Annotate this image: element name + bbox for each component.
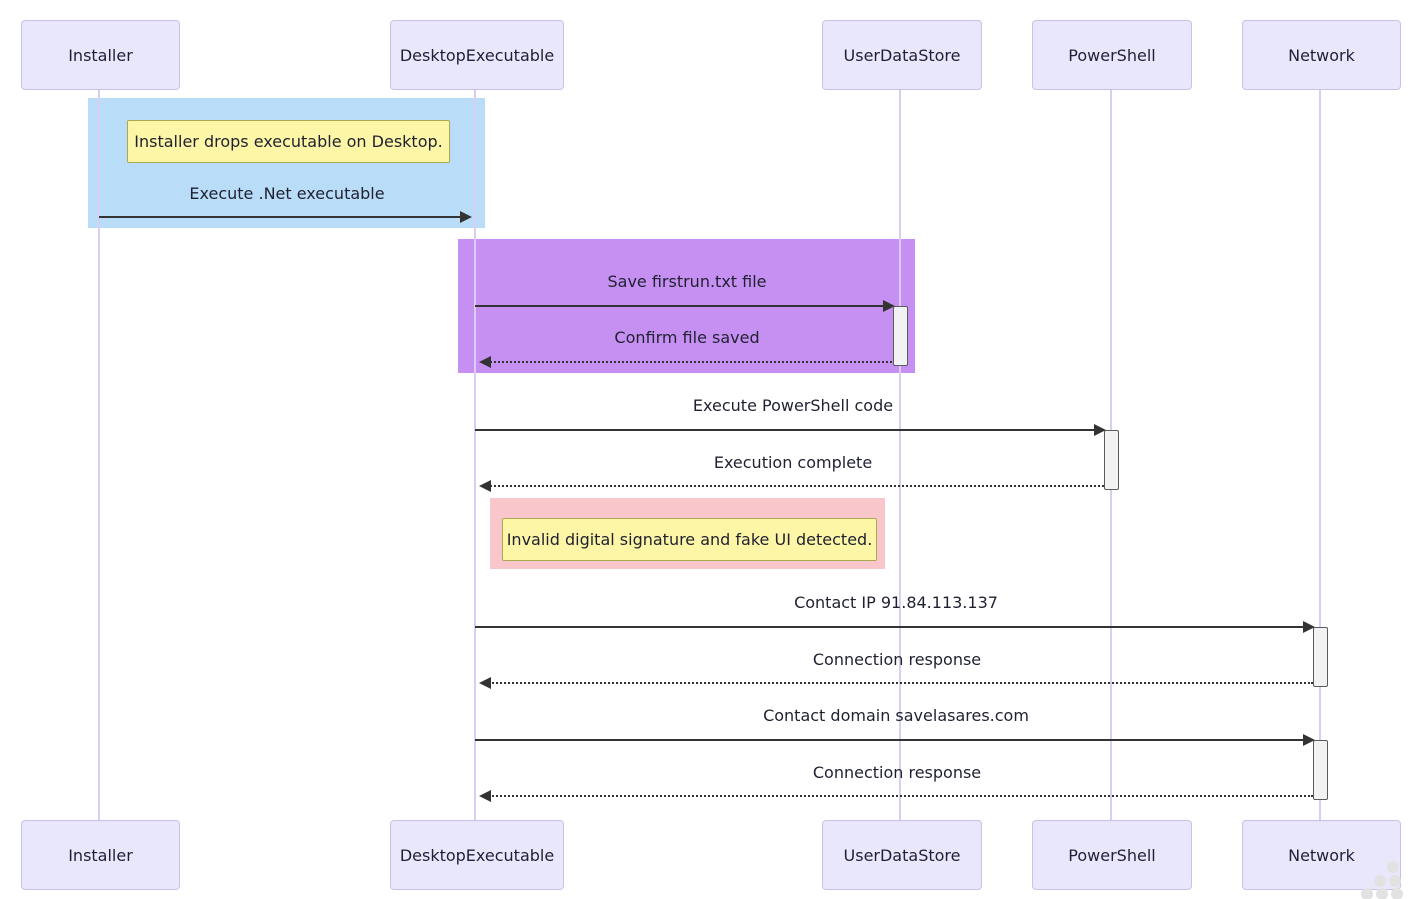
actor-top-network: Network <box>1242 20 1401 90</box>
actor-label: DesktopExecutable <box>399 45 555 65</box>
arrowhead-left-icon <box>479 356 491 368</box>
actor-top-userdatastore: UserDataStore <box>822 20 982 90</box>
message-arrow-dotted <box>479 356 892 368</box>
note-text: Invalid digital signature and fake UI de… <box>506 530 873 549</box>
actor-label: Network <box>1288 45 1355 65</box>
activation-network <box>1313 740 1328 800</box>
arrowhead-right-icon <box>460 211 472 223</box>
message-arrow-dotted <box>479 480 1104 492</box>
arrowhead-left-icon <box>479 790 491 802</box>
actor-label: DesktopExecutable <box>399 845 555 865</box>
note-invalid-signature: Invalid digital signature and fake UI de… <box>502 518 877 561</box>
message-arrow-solid <box>475 621 1315 633</box>
actor-bottom-userdatastore: UserDataStore <box>822 820 982 890</box>
actor-top-powershell: PowerShell <box>1032 20 1192 90</box>
actor-label: PowerShell <box>1068 845 1156 865</box>
message-arrow-solid <box>475 734 1315 746</box>
message-arrow-solid <box>99 211 472 223</box>
actor-label: Network <box>1288 845 1355 865</box>
actor-bottom-installer: Installer <box>21 820 180 890</box>
message-label: Execute PowerShell code <box>692 396 894 415</box>
message-label: Confirm file saved <box>614 328 760 347</box>
actor-label: Installer <box>68 845 133 865</box>
lifeline-network <box>1319 88 1321 820</box>
message-arrow-solid <box>475 300 895 312</box>
message-label: Contact domain savelasares.com <box>763 706 1029 725</box>
actor-bottom-powershell: PowerShell <box>1032 820 1192 890</box>
lifeline-userdatastore <box>899 88 901 820</box>
actor-label: UserDataStore <box>843 45 961 65</box>
arrowhead-left-icon <box>479 677 491 689</box>
arrowhead-left-icon <box>479 480 491 492</box>
arrowhead-right-icon <box>1303 734 1315 746</box>
message-arrow-solid <box>475 424 1106 436</box>
message-arrow-dotted <box>479 790 1313 802</box>
highlight-rect-blue <box>88 98 485 228</box>
arrowhead-right-icon <box>1094 424 1106 436</box>
message-label: Save firstrun.txt file <box>607 272 767 291</box>
message-label: Execute .Net executable <box>189 184 385 203</box>
actor-bottom-desktopexecutable: DesktopExecutable <box>390 820 564 890</box>
message-label: Connection response <box>812 650 982 669</box>
activation-userdatastore <box>893 306 908 366</box>
lifeline-desktopexecutable <box>474 88 476 820</box>
arrowhead-right-icon <box>1303 621 1315 633</box>
actor-label: Installer <box>68 45 133 65</box>
note-installer-drops-executable: Installer drops executable on Desktop. <box>127 120 450 163</box>
message-label: Execution complete <box>713 453 873 472</box>
message-label: Contact IP 91.84.113.137 <box>794 593 998 612</box>
arrowhead-right-icon <box>883 300 895 312</box>
actor-top-desktopexecutable: DesktopExecutable <box>390 20 564 90</box>
activation-network <box>1313 627 1328 687</box>
actor-label: UserDataStore <box>843 845 961 865</box>
message-label: Connection response <box>812 763 982 782</box>
lifeline-installer <box>98 88 100 820</box>
actor-top-installer: Installer <box>21 20 180 90</box>
activation-powershell <box>1104 430 1119 490</box>
actor-label: PowerShell <box>1068 45 1156 65</box>
message-arrow-dotted <box>479 677 1313 689</box>
note-text: Installer drops executable on Desktop. <box>134 132 443 151</box>
